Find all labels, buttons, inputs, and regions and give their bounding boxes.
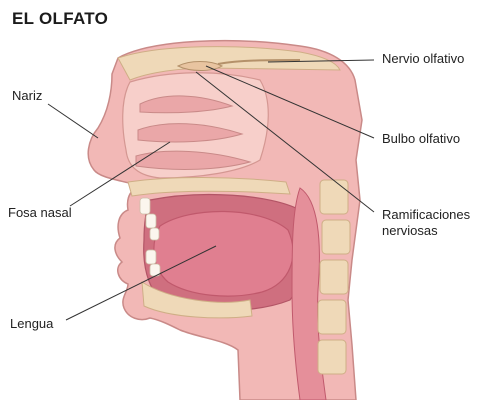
label-nariz: Nariz bbox=[12, 88, 42, 104]
label-bulbo-olfativo: Bulbo olfativo bbox=[382, 131, 460, 147]
page-title: EL OLFATO bbox=[12, 9, 108, 29]
label-nervio-olfativo: Nervio olfativo bbox=[382, 51, 464, 67]
label-lengua: Lengua bbox=[10, 316, 53, 332]
label-fosa-nasal: Fosa nasal bbox=[8, 205, 72, 221]
spine bbox=[318, 180, 350, 374]
label-ramificaciones-line2: nerviosas bbox=[382, 223, 438, 239]
leader-nariz bbox=[48, 104, 98, 138]
label-ramificaciones-line1: Ramificaciones bbox=[382, 207, 470, 223]
tongue bbox=[154, 211, 293, 296]
